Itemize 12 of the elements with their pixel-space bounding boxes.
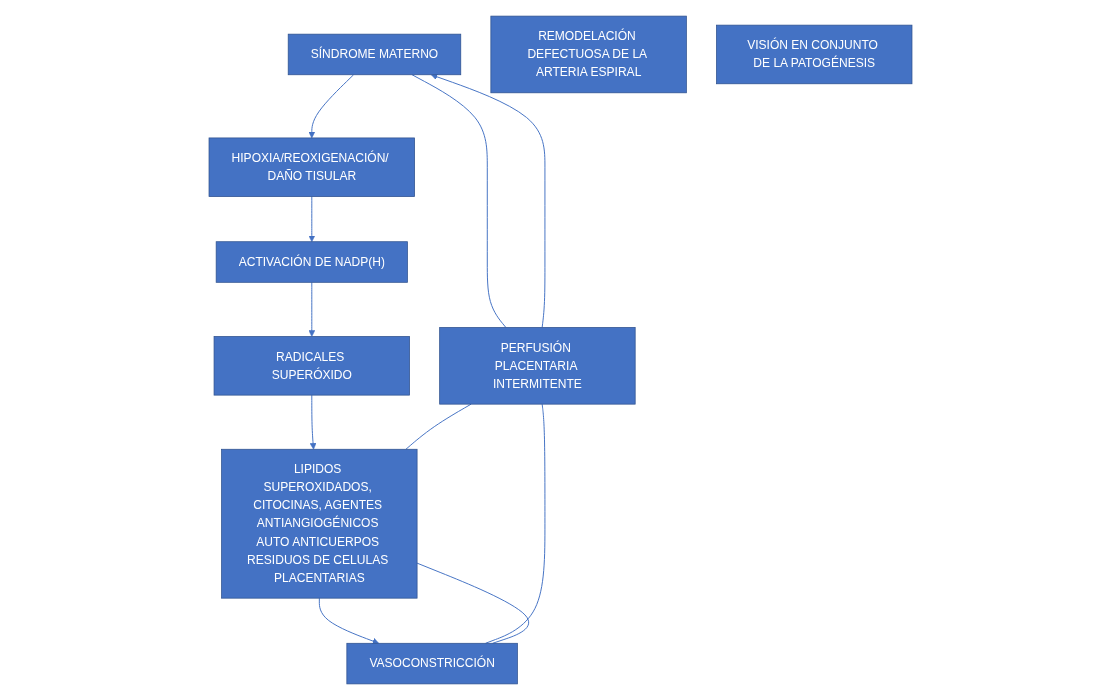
node-box: VASOCONSTRICCIÓN bbox=[345, 642, 518, 685]
connector bbox=[411, 74, 506, 328]
node-box: VISIÓN EN CONJUNTO DE LA PATOGÉNESIS bbox=[715, 24, 912, 85]
node-box: HIPOXIA/REOXIGENACIÓN/ DAÑO TISULAR bbox=[208, 137, 415, 197]
connector bbox=[404, 403, 472, 450]
node-box: REMODELACIÓN DEFECTUOSA DE LA ARTERIA ESPIRAL bbox=[489, 15, 687, 94]
node-box: RADICALES SUPERÓXIDO bbox=[213, 336, 410, 396]
node-box: ACTIVACIÓN DE NADP(H) bbox=[215, 241, 408, 283]
node-box: LIPIDOS SUPEROXIDADOS, CITOCINAS, AGENTES ANTIANGIOGÉNICOS AUTO ANTICUERPOS RESIDUOS DE CELULAS PLACENTARIAS bbox=[220, 448, 417, 599]
connector bbox=[416, 562, 529, 644]
node-box: PERFUSIÓN PLACENTARIA INTERMITENTE bbox=[438, 327, 636, 405]
node-box: SÍNDROME MATERNO bbox=[287, 33, 461, 76]
